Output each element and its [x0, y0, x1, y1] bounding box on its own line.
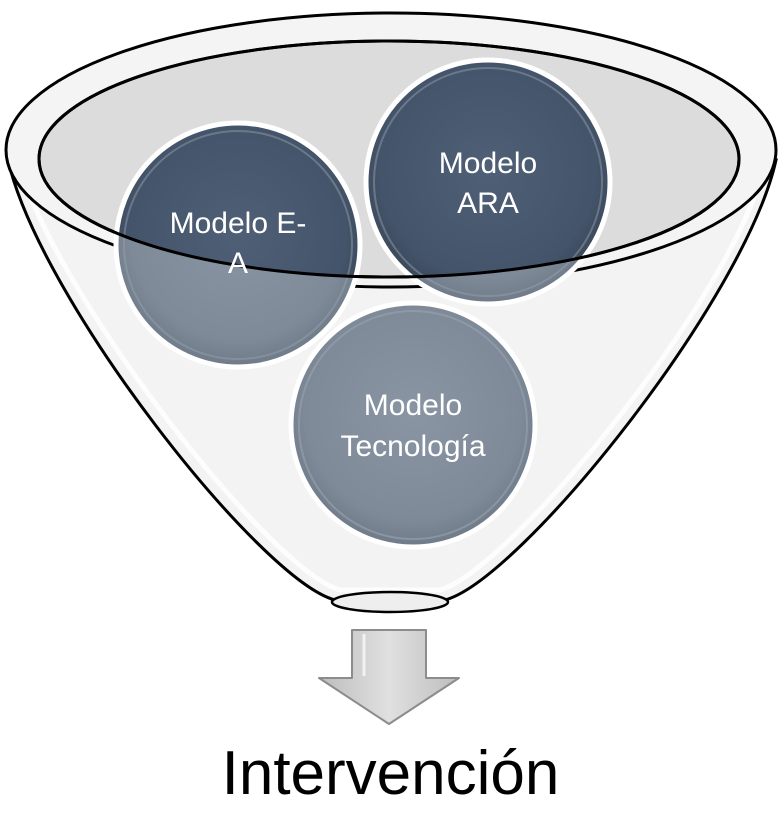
label-ara-line1: Modelo	[439, 147, 537, 180]
label-ea-line2: A	[228, 247, 248, 280]
ball-ara	[363, 57, 613, 307]
funnel-inner-edge	[19, 171, 765, 593]
ball-ea	[113, 120, 363, 370]
funnel-spout	[330, 590, 450, 614]
funnel-rim-front	[37, 39, 741, 279]
label-tech-line1: Modelo	[364, 389, 462, 422]
label-tech-line2: Tecnología	[340, 430, 485, 463]
down-arrow-icon	[318, 629, 460, 725]
label-ara-line2: ARA	[457, 187, 519, 220]
label-ea-line1: Modelo E-	[170, 207, 307, 240]
ball-tecnologia	[288, 300, 538, 550]
output-label: Intervención	[221, 739, 560, 808]
